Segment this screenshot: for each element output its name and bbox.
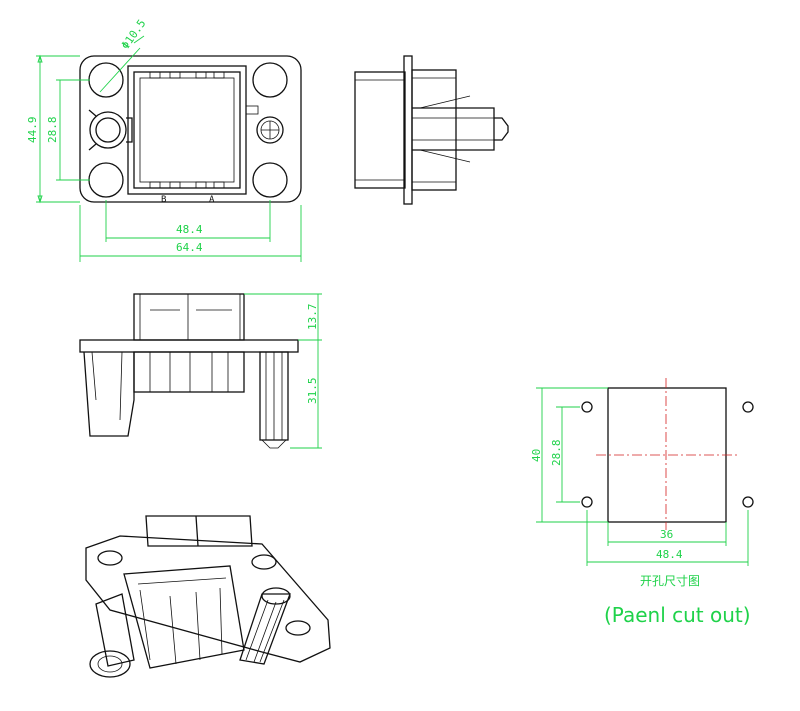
- top-latches: [149, 71, 225, 189]
- iso-left-pin-end: [89, 650, 131, 678]
- front-view: B A Φ10.5 44.9 28.8 48.4 64.4: [26, 17, 302, 262]
- iso-hole-3: [285, 620, 311, 636]
- left-pin-profile: [83, 351, 135, 437]
- iso-right-pin-end: [261, 587, 291, 605]
- dim-total-width: 64.4: [176, 241, 203, 254]
- housing-cavity: [139, 77, 235, 183]
- pin-right-front: [256, 116, 284, 144]
- dim-lower-height: 31.5: [306, 378, 319, 405]
- dim-total-width-lines: [79, 205, 302, 262]
- rear-body: [354, 71, 406, 189]
- right-pin-lines: [261, 352, 287, 449]
- dim-cutout-width-lines: [607, 522, 727, 546]
- pin-left-front: [88, 109, 133, 151]
- dim-height-arrows: [37, 54, 43, 204]
- dim-cutout-hole-spacing-v: 28.8: [550, 440, 563, 467]
- iso-left-pin: [95, 593, 135, 667]
- dim-cutout-width: 36: [660, 528, 673, 541]
- side-tab: [245, 105, 259, 115]
- panel-cutout: 40 28.8 36 48.4 开孔尺寸图 (Paenl cut out): [530, 378, 754, 627]
- pin-ribs: [412, 95, 494, 163]
- dim-inner-width-lines: [105, 200, 271, 242]
- dim-cutout-hole-spacing-h: 48.4: [656, 548, 683, 561]
- dim-hole-spacing-v: 28.8: [46, 117, 59, 144]
- lower-housing: [133, 351, 245, 393]
- pin-side: [412, 107, 495, 151]
- contact-label-b: B: [161, 195, 166, 205]
- cutout-hole-bl: [581, 496, 593, 508]
- front-body: [411, 69, 457, 191]
- iso-flange: [85, 535, 331, 663]
- cutout-title-cn: 开孔尺寸图: [640, 574, 700, 588]
- isometric-view: [85, 515, 331, 678]
- side-view-bottom: 13.7 31.5: [79, 293, 322, 449]
- dim-height: 44.9: [26, 117, 39, 144]
- dim-cutout-height-lines: [536, 387, 608, 523]
- dim-hole-v-lines: [56, 79, 90, 181]
- housing-inner: [133, 71, 241, 189]
- corner-hole-bl: [88, 162, 124, 198]
- dim-height-lines: [36, 55, 80, 203]
- side-view-right: [354, 55, 509, 205]
- flange-profile: [79, 339, 299, 353]
- diameter-leader: [99, 35, 145, 93]
- contact-label-a: A: [209, 195, 215, 205]
- dim-cutout-hole-h-lines: [586, 510, 749, 566]
- dim-lower-lines: [290, 340, 322, 449]
- corner-hole-br: [252, 162, 288, 198]
- housing-outer: [127, 65, 247, 195]
- iso-top-housing: [145, 515, 253, 547]
- upper-housing: [133, 293, 245, 341]
- cutout-hole-tr: [742, 401, 754, 413]
- iso-hole-1: [97, 550, 123, 566]
- dim-upper-height: 13.7: [306, 304, 319, 331]
- dim-cutout-height: 40: [530, 449, 543, 462]
- iso-housing-lines: [137, 577, 227, 665]
- corner-hole-tl: [88, 62, 124, 98]
- body-edges: [355, 77, 456, 183]
- cutout-centerlines: [596, 378, 740, 530]
- lower-housing-lines: [149, 352, 229, 392]
- left-pin-lines: [91, 351, 123, 421]
- iso-right-pin: [239, 593, 291, 665]
- dim-hole-diameter: Φ10.5: [119, 17, 149, 52]
- cutout-hole-tl: [581, 401, 593, 413]
- dim-inner-width: 48.4: [176, 223, 203, 236]
- upper-housing-lines: [139, 294, 241, 340]
- corner-hole-tr: [252, 62, 288, 98]
- cutout-title-en: (Paenl cut out): [604, 603, 751, 627]
- flange-outline: [79, 55, 302, 203]
- iso-hole-2: [251, 554, 277, 570]
- pin-tip: [494, 117, 509, 141]
- iso-front-housing: [123, 565, 245, 669]
- cutout-hole-br: [742, 496, 754, 508]
- dim-cutout-hole-v-lines: [556, 406, 580, 503]
